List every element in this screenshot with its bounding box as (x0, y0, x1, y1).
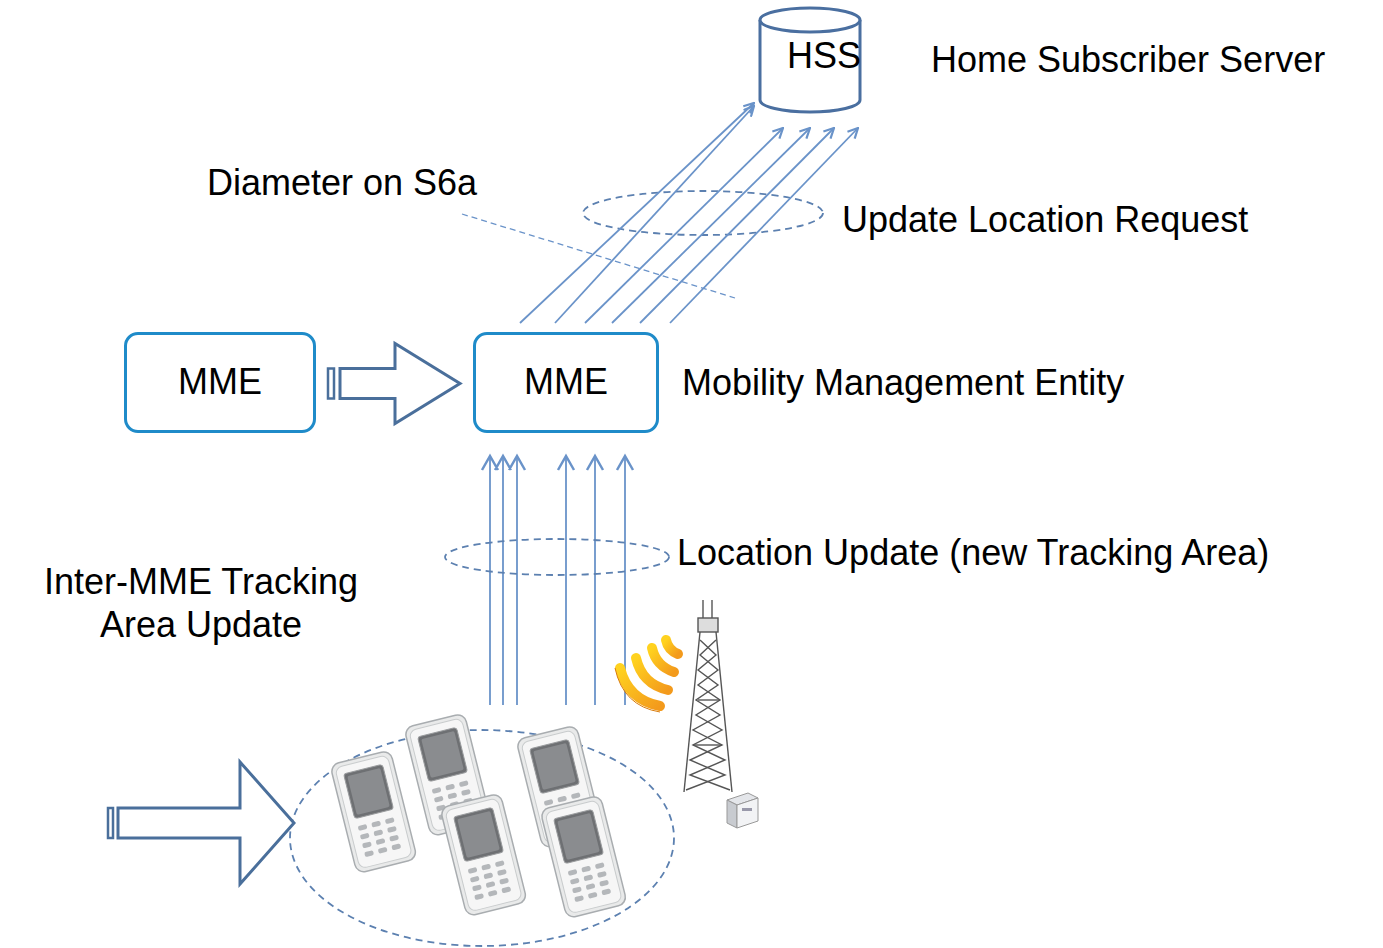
node-heading: Mobility Management Entity (682, 361, 1124, 404)
block-arrow (340, 344, 460, 424)
node-title: MME (476, 360, 656, 403)
phones (330, 713, 627, 919)
node-heading: Home Subscriber Server (931, 38, 1325, 81)
node-title: HSS (758, 34, 890, 77)
group-ellipse (583, 191, 823, 235)
movement-arrow (108, 762, 294, 884)
request-arrow (585, 128, 783, 323)
callout-label: Location Update (new Tracking Area) (677, 531, 1269, 574)
process-box: MMEMobility Management Entity (473, 332, 659, 433)
ue-arrows (482, 456, 633, 705)
radio-waves-outline (615, 668, 660, 712)
node-title: MME (127, 360, 313, 403)
ue-group-ellipse (290, 730, 674, 946)
equipment-box (727, 793, 758, 828)
request-arrow (640, 128, 834, 323)
process-label: Inter-MME Tracking Area Update (5, 560, 397, 646)
callout-label: Update Location Request (842, 198, 1248, 241)
leader-line (462, 214, 735, 298)
process-box: MME (124, 332, 316, 433)
request-arrow (555, 106, 754, 323)
request-arrow (612, 128, 810, 323)
group-ellipse (445, 539, 669, 575)
block-arrow-tail (328, 369, 334, 399)
request-arrow (520, 103, 754, 323)
database-cylinder: HSSHome Subscriber Server (758, 6, 890, 114)
cell-tower (684, 600, 732, 792)
interface-label: Diameter on S6a (207, 161, 477, 204)
cylinder-top (760, 8, 860, 32)
request-arrow (670, 128, 858, 323)
